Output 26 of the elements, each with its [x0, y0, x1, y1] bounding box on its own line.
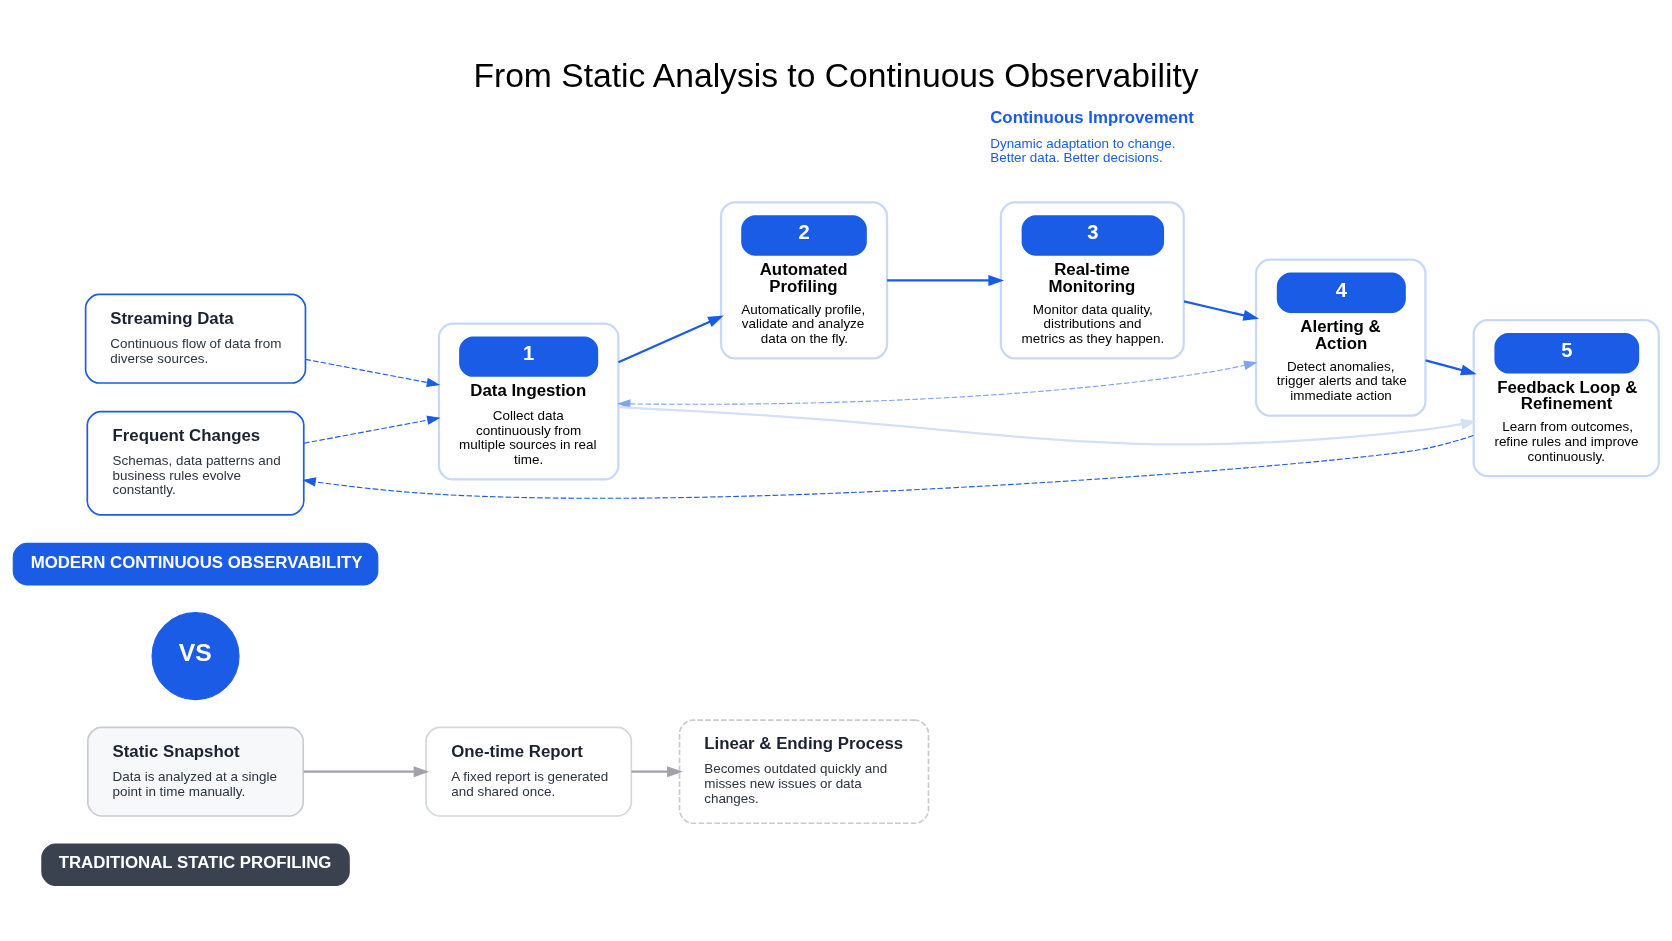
node-box: 4 Alerting & Action Detect anomalies, trigger alerts and take immediate action — [1254, 258, 1427, 417]
node-box: 2 Automated Profiling Automatically profile, validate and analyze data on the fly. — [719, 201, 889, 360]
node-box: Linear & Ending Process Becomes outdated quickly and misses new issues or data changes. — [678, 719, 930, 825]
node-text: Continuous Improvement Dynamic adaptation to change. Better data. Better decisions. — [990, 108, 1194, 166]
arrow — [1425, 359, 1477, 376]
node-box: TRADITIONAL STATIC PROFILING — [41, 843, 350, 887]
arrow — [887, 274, 1005, 286]
arrow — [302, 435, 1474, 499]
node-box: Frequent Changes Schemas, data patterns and business rules evolve constantly. — [86, 410, 305, 516]
node-box: 1 Data Ingestion Collect data continuously from multiple sources in real time. — [437, 322, 620, 481]
arrow — [631, 766, 683, 778]
node-box: Static Snapshot Data is analyzed at a single point in time manually. — [87, 726, 305, 817]
arrow — [304, 358, 441, 388]
node-circle: VS — [151, 612, 240, 701]
arrow — [618, 406, 1477, 446]
arrow — [618, 315, 724, 364]
node-box: 5 Feedback Loop & Refinement Learn from outcomes, refine rules and improve continuously. — [1472, 319, 1660, 478]
node-box: MODERN CONTINUOUS OBSERVABILITY — [12, 542, 379, 586]
arrow — [303, 766, 430, 778]
node-box: 3 Real-time Monitoring Monitor data quality, distributions and metrics as they happen. — [999, 201, 1185, 360]
diagram-title: From Static Analysis to Continuous Observability — [473, 56, 1199, 94]
arrow — [303, 415, 441, 444]
node-box: One-time Report A fixed report is generated and shared once. — [425, 726, 633, 817]
arrow — [1183, 300, 1259, 321]
arrow — [617, 360, 1258, 409]
node-box: Streaming Data Continuous flow of data from diverse sources. — [84, 293, 307, 384]
